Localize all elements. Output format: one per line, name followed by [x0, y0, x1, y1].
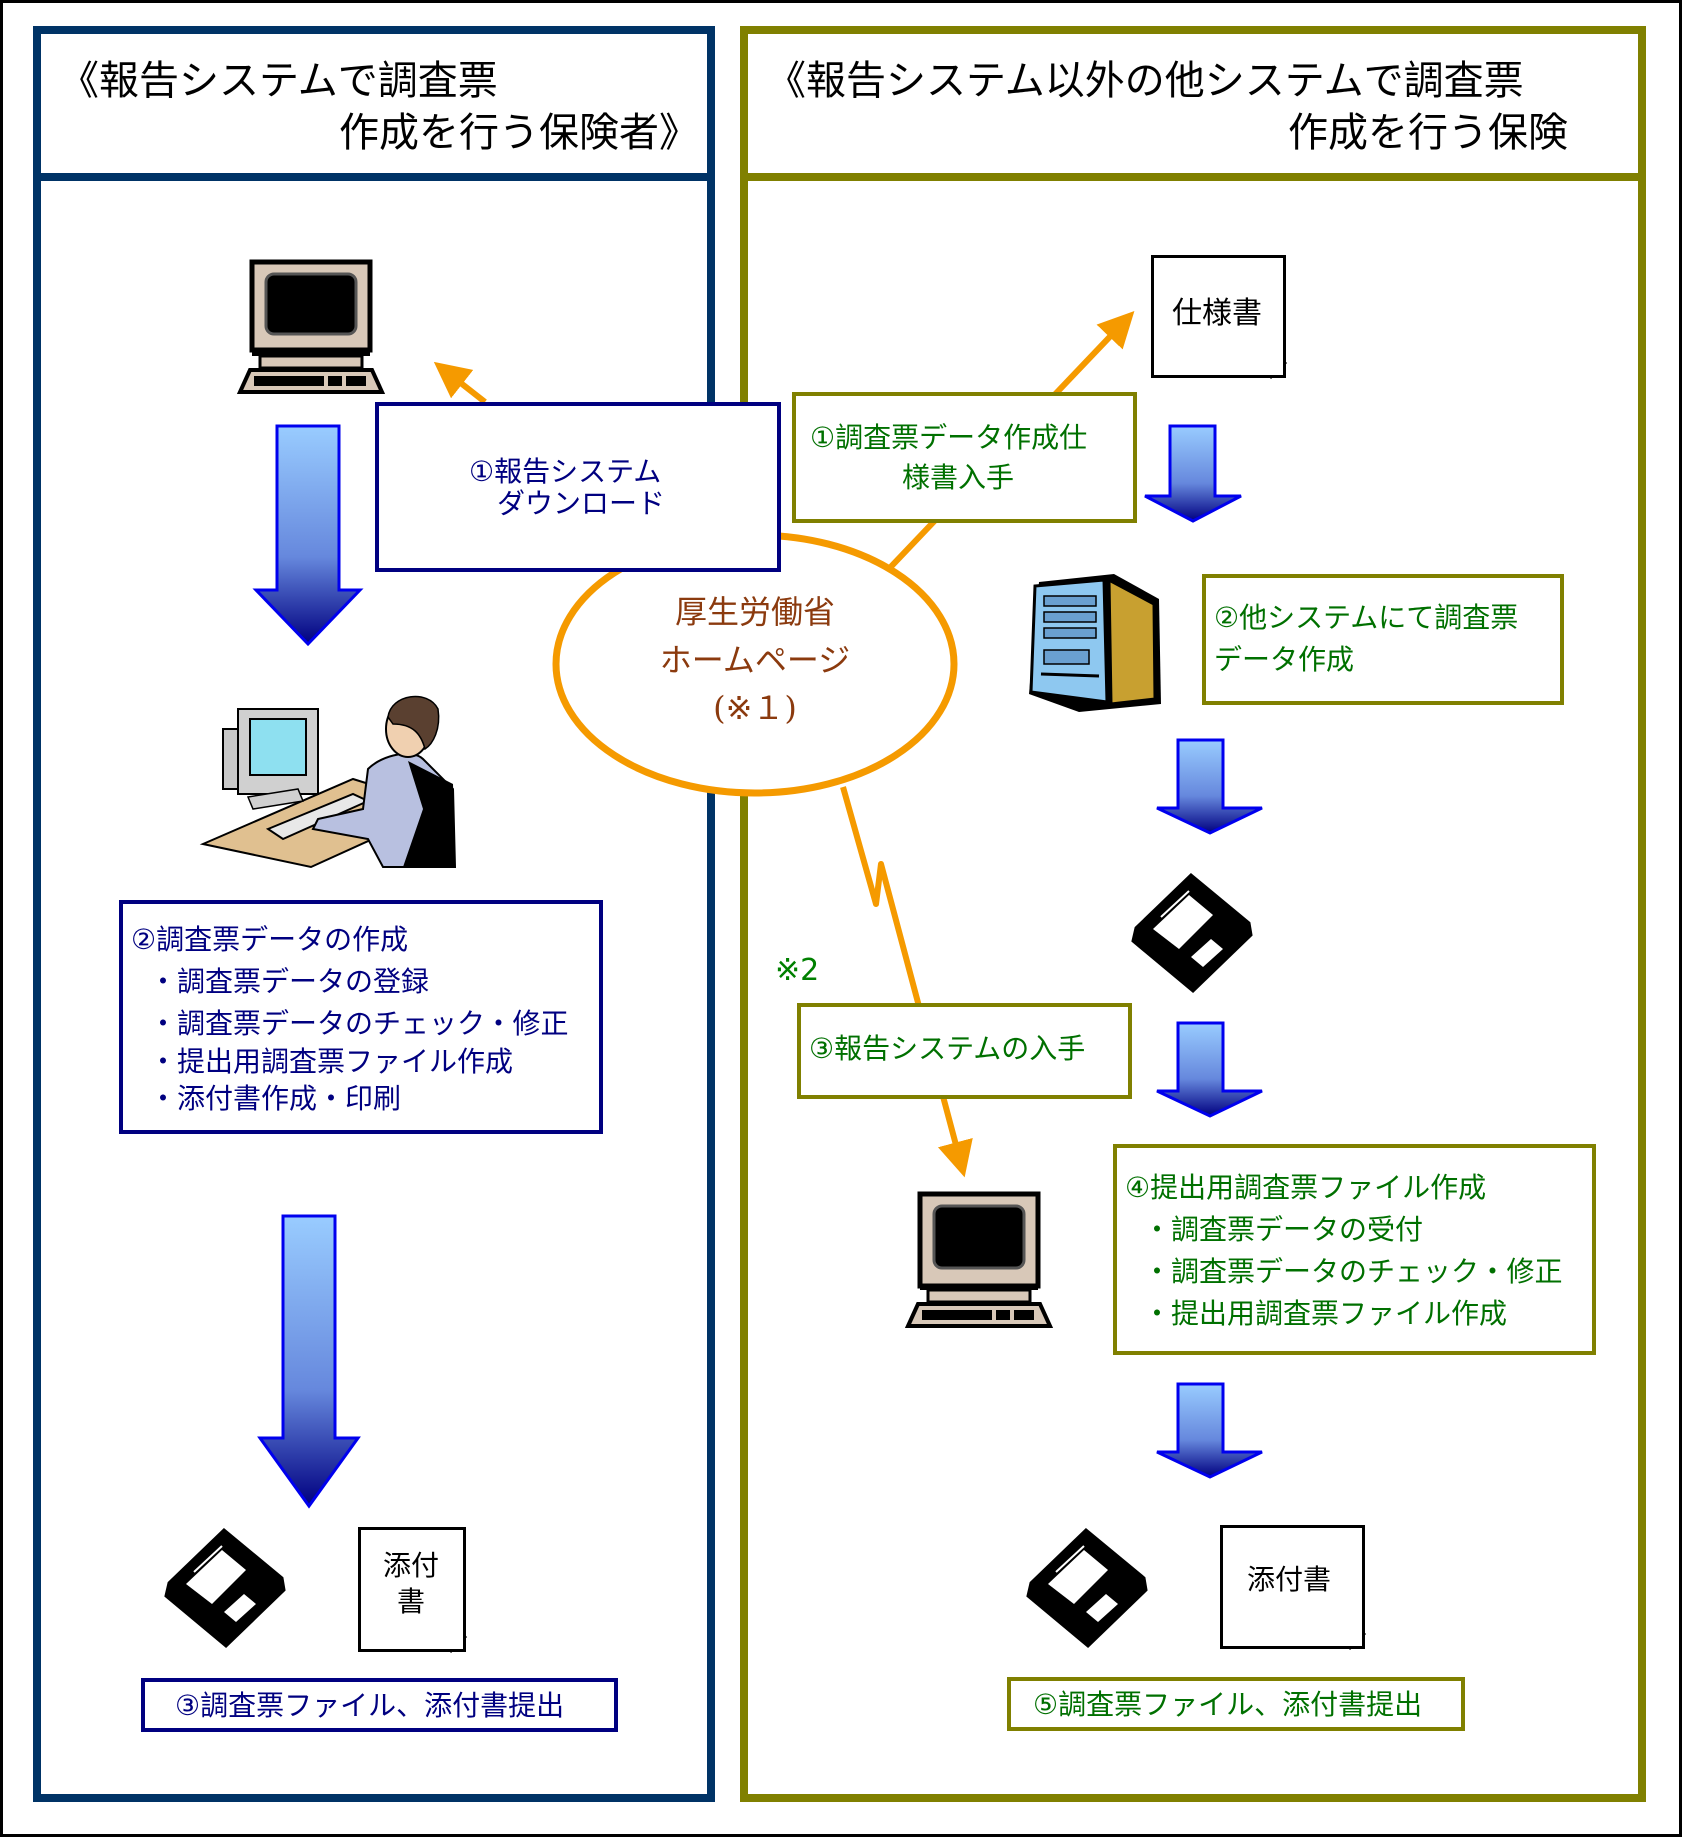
step1-spec-line2: 様書入手: [902, 461, 1015, 494]
floppy-disk-icon: [164, 1527, 286, 1649]
floppy-disk-icon: [1026, 1527, 1148, 1649]
step2-other-line2: データ作成: [1214, 643, 1355, 676]
down-arrow-icon: [1156, 1382, 1263, 1479]
step2-other-line1: ②他システムにて調査票: [1214, 601, 1519, 634]
down-arrow-icon: [1156, 1021, 1263, 1118]
step2-other-system-box: ②他システムにて調査票 データ作成: [1202, 574, 1564, 705]
attachment-doc-left: 添付 書: [358, 1527, 466, 1652]
right-panel-header-divider: [748, 173, 1638, 181]
down-arrow-icon: [1156, 738, 1263, 835]
orange-zigzag-arrow-to-right-computer: [840, 786, 973, 1178]
left-panel-header-divider: [41, 173, 707, 181]
computer-icon: [236, 259, 386, 394]
step5-submit-label: ⑤調査票ファイル、添付書提出: [1033, 1688, 1423, 1721]
step1-spec-box: ①調査票データ作成仕 様書入手: [792, 392, 1137, 523]
step2-item: ・添付書作成・印刷: [149, 1082, 402, 1115]
down-arrow-icon: [1144, 424, 1242, 523]
attachment-doc-left-line1: 添付: [383, 1549, 440, 1582]
step1-download-box: ①報告システム ダウンロード: [375, 402, 781, 572]
right-panel-title-line2: 作成を行う保険: [1288, 110, 1568, 156]
left-panel-title-line2: 作成を行う保険者》: [339, 110, 699, 156]
right-panel: 《報告システム以外の他システムで調査票 作成を行う保険: [740, 26, 1646, 1802]
orange-arrow-to-left-computer: [433, 361, 487, 405]
person-at-computer-icon: [199, 695, 457, 869]
step2-item: ・調査票データのチェック・修正: [149, 1007, 569, 1040]
step4-item: ・提出用調査票ファイル作成: [1143, 1297, 1508, 1330]
step3-obtain-label: ③報告システムの入手: [809, 1032, 1086, 1065]
computer-icon: [904, 1191, 1054, 1328]
attachment-doc-right: 添付書: [1220, 1525, 1365, 1649]
step2-heading: ②調査票データの作成: [131, 923, 409, 956]
left-panel: 《報告システムで調査票 作成を行う保険者》: [33, 26, 715, 1802]
left-panel-title-line1: 《報告システムで調査票: [59, 58, 498, 104]
down-arrow-icon: [252, 424, 364, 647]
step4-heading: ④提出用調査票ファイル作成: [1125, 1171, 1487, 1204]
download-box-line2: ダウンロード: [497, 487, 666, 520]
mhlw-homepage-label[interactable]: 厚生労働省 ホームページ (※１): [615, 588, 895, 732]
step4-file-creation-box: ④提出用調査票ファイル作成 ・調査票データの受付 ・調査票データのチェック・修正…: [1113, 1144, 1596, 1355]
hub-line1: 厚生労働省: [674, 593, 835, 631]
hub-line2: ホームページ: [659, 641, 851, 679]
step2-create-data-box: ②調査票データの作成 ・調査票データの登録 ・調査票データのチェック・修正 ・提…: [119, 900, 603, 1134]
note-2-label: ※2: [775, 953, 820, 988]
server-tower-icon: [1029, 574, 1161, 712]
step3-submit-label: ③調査票ファイル、添付書提出: [175, 1689, 565, 1722]
spec-doc: 仕様書: [1151, 255, 1286, 378]
down-arrow-icon: [257, 1214, 361, 1509]
step2-item: ・提出用調査票ファイル作成: [149, 1045, 514, 1078]
attachment-doc-left-line2: 書: [397, 1585, 426, 1618]
step1-spec-line1: ①調査票データ作成仕: [810, 421, 1088, 454]
right-panel-title-line1: 《報告システム以外の他システムで調査票: [766, 58, 1524, 104]
step4-item: ・調査票データのチェック・修正: [1143, 1255, 1563, 1288]
step4-item: ・調査票データの受付: [1143, 1213, 1424, 1246]
spec-doc-label: 仕様書: [1172, 296, 1262, 331]
step5-submit-box: ⑤調査票ファイル、添付書提出: [1007, 1677, 1465, 1731]
attachment-doc-right-label: 添付書: [1247, 1563, 1332, 1596]
hub-line3: (※１): [713, 689, 797, 727]
step2-item: ・調査票データの登録: [149, 965, 430, 998]
step3-obtain-system-box: ③報告システムの入手: [797, 1003, 1132, 1099]
floppy-disk-icon: [1131, 872, 1253, 994]
download-box-line1: ①報告システム: [469, 455, 662, 488]
step3-submit-box: ③調査票ファイル、添付書提出: [141, 1678, 618, 1732]
